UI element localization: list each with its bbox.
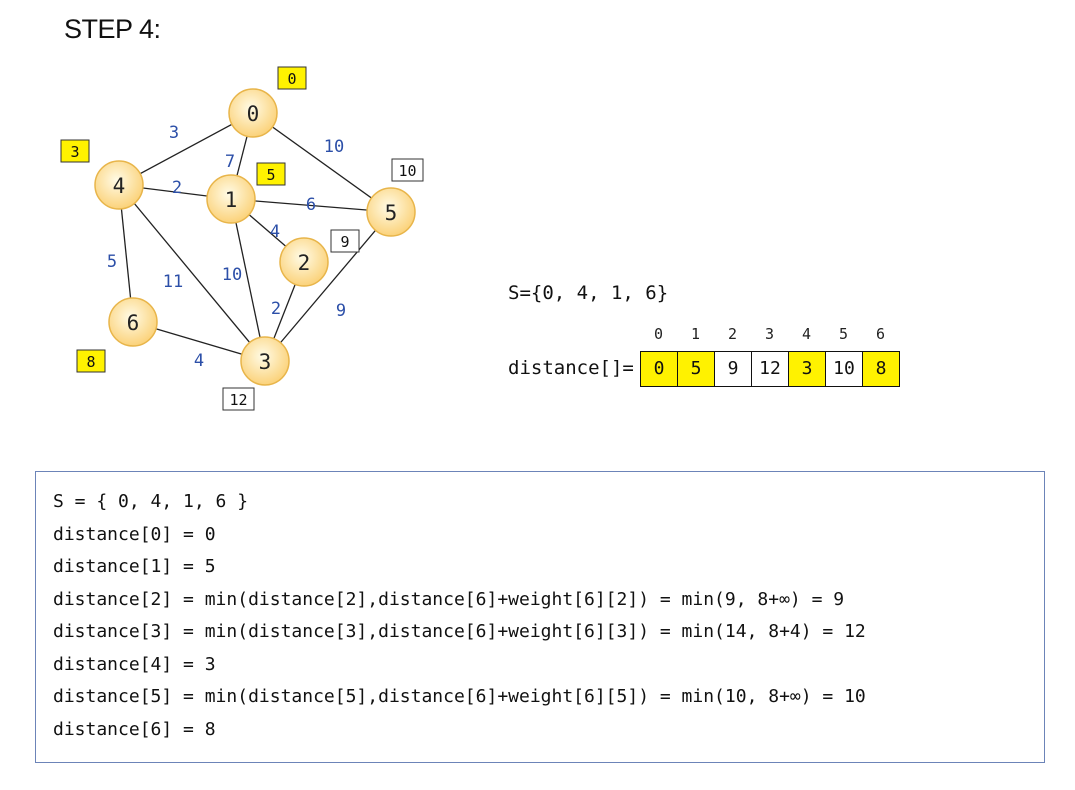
edge-weight-label: 11: [163, 272, 183, 292]
distance-cell: 9: [715, 352, 752, 386]
distance-badge-value: 12: [229, 391, 247, 409]
edge-4-3: [118, 184, 266, 362]
distance-cell: 0: [641, 352, 678, 386]
edge-weight-label: 4: [194, 351, 204, 371]
distance-badge-2: 9: [330, 229, 360, 253]
distance-cell: 8: [863, 352, 900, 386]
distance-cell: 3: [789, 352, 826, 386]
array-index: 0: [653, 325, 664, 343]
array-index: 5: [838, 325, 849, 343]
edge-weight-label: 4: [270, 222, 280, 242]
distance-badge-box: [391, 158, 424, 182]
node-label: 1: [225, 188, 238, 212]
edge-1-3: [230, 198, 266, 362]
node-label: 0: [247, 102, 260, 126]
code-line: distance[5] = min(distance[5],distance[6…: [53, 686, 866, 707]
node-4: 4: [94, 160, 144, 210]
distance-badge-box: [277, 66, 307, 90]
node-circle: [228, 88, 278, 138]
distance-badge-box: [76, 349, 106, 373]
edge-weight-label: 7: [225, 152, 235, 172]
code-line: distance[0] = 0: [53, 523, 216, 545]
distance-badge-1: 5: [256, 162, 286, 186]
array-index: 1: [690, 325, 701, 343]
edge-weight-label: 6: [306, 195, 316, 215]
edge-0-5: [252, 112, 392, 213]
distance-array-label: distance[]=: [508, 357, 634, 379]
distance-badge-value: 8: [86, 353, 95, 371]
node-circle: [366, 187, 416, 237]
distance-badge-box: [60, 139, 90, 163]
distance-badge-box: [256, 162, 286, 186]
node-1: 1: [206, 174, 256, 224]
edge-weight-label: 9: [336, 301, 346, 321]
array-index: 3: [764, 325, 775, 343]
selected-set: S={0, 4, 1, 6}: [508, 282, 669, 304]
distance-badge-value: 9: [340, 233, 349, 251]
distance-badge-value: 3: [70, 143, 79, 161]
distance-badge-value: 0: [287, 70, 296, 88]
code-line: distance[3] = min(distance[3],distance[6…: [53, 621, 866, 642]
node-label: 2: [298, 251, 311, 275]
code-line: distance[4] = 3: [53, 653, 216, 675]
code-line: S = { 0, 4, 1, 6 }: [53, 491, 249, 512]
edge-1-5: [230, 198, 392, 213]
code-box: S = { 0, 4, 1, 6 } distance[0] = 0 dista…: [35, 471, 1045, 763]
edge-weight-label: 10: [222, 265, 242, 285]
distance-badge-box: [330, 229, 360, 253]
distance-cell: 10: [826, 352, 863, 386]
distance-badge-4: 3: [60, 139, 90, 163]
array-indices: 0 1 2 3 4 5 6: [640, 325, 899, 343]
node-circle: [206, 174, 256, 224]
distance-badge-6: 8: [76, 349, 106, 373]
edge-weight-label: 2: [172, 178, 182, 198]
node-label: 6: [127, 311, 140, 335]
edge-5-3: [264, 211, 392, 362]
node-circle: [279, 237, 329, 287]
distance-cell: 12: [752, 352, 789, 386]
node-3: 3: [240, 336, 290, 386]
array-index: 4: [801, 325, 812, 343]
distance-badge-value: 10: [398, 162, 416, 180]
array-index: 2: [727, 325, 738, 343]
array-index: 6: [875, 325, 886, 343]
node-circle: [108, 297, 158, 347]
distance-badge-0: 0: [277, 66, 307, 90]
node-label: 5: [385, 201, 398, 225]
edge-weight-label: 10: [324, 137, 344, 157]
node-2: 2: [279, 237, 329, 287]
node-circle: [94, 160, 144, 210]
edge-weight-label: 3: [169, 123, 179, 143]
distance-array: 0 5 9 12 3 10 8: [640, 351, 900, 387]
edge-0-4: [118, 112, 254, 186]
node-0: 0: [228, 88, 278, 138]
step-title: STEP 4:: [64, 14, 161, 44]
code-line: distance[6] = 8: [53, 718, 216, 740]
node-6: 6: [108, 297, 158, 347]
node-label: 4: [113, 174, 126, 198]
edge-weight-label: 5: [107, 252, 117, 272]
code-line: distance[2] = min(distance[2],distance[6…: [53, 588, 845, 610]
node-label: 3: [259, 350, 272, 374]
node-circle: [240, 336, 290, 386]
distance-badge-5: 10: [391, 158, 424, 182]
edge-weight-label: 2: [271, 299, 281, 319]
code-line: distance[1] = 5: [53, 556, 216, 577]
node-5: 5: [366, 187, 416, 237]
distance-badge-box: [222, 387, 255, 411]
distance-badge-3: 12: [222, 387, 255, 411]
distance-cell: 5: [678, 352, 715, 386]
distance-badge-value: 5: [266, 166, 275, 184]
